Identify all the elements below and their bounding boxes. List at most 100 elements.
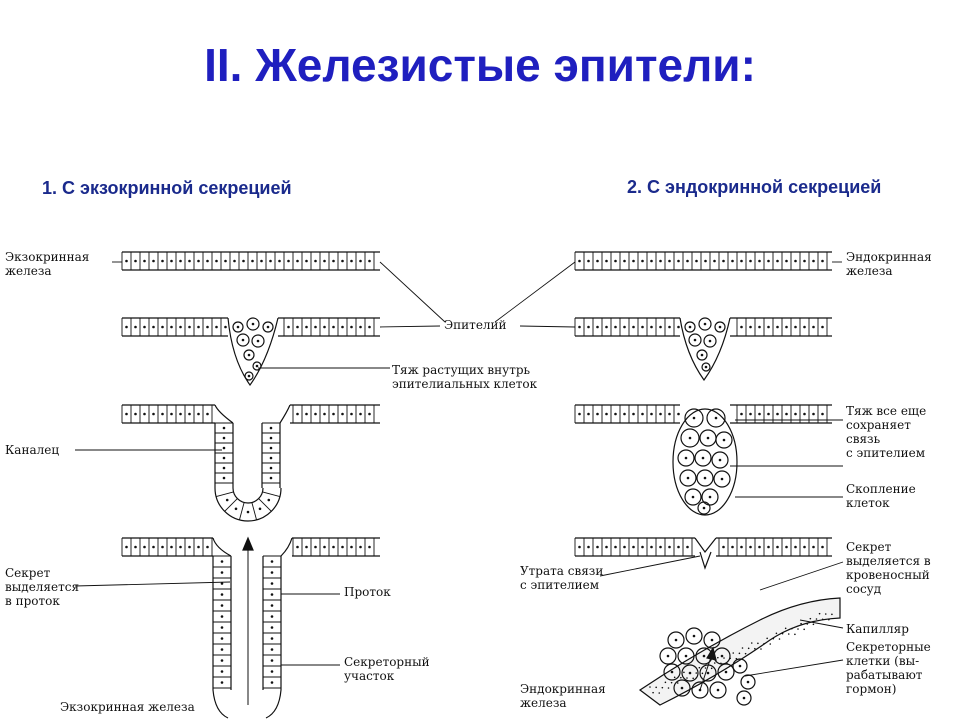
blood-particle [664,681,667,684]
cell-nucleus [220,582,224,585]
cell-nucleus [740,412,743,416]
cell-nucleus [161,259,164,263]
cell-nucleus [247,374,251,378]
exo-canal-bottom-cell-wall [258,498,272,512]
cell-nucleus [596,545,599,549]
cell-nucleus [688,325,692,329]
cell-nucleus [222,456,226,460]
exo-cord-cell [251,334,265,348]
endo-cluster-cell [677,449,695,467]
cell-nucleus [794,325,797,329]
blood-particle [787,633,790,635]
endocrine-cell-cell [663,663,681,681]
cell-nucleus [350,545,353,549]
cell-nucleus [305,545,308,549]
endocrine-cell-cell [677,647,695,665]
cell-nucleus [305,325,308,329]
cell-nucleus [323,259,326,263]
endo-cluster-cell [680,428,700,448]
cell-nucleus [152,325,155,329]
cell-nucleus [220,659,224,662]
cell-nucleus [614,545,617,549]
endocrine-cell-cell [659,647,677,665]
exo-canal-bottom-cell-wall [216,491,234,497]
endo-cluster-cell [701,488,719,506]
blood-particle [676,682,679,684]
blood-particle [800,622,802,625]
cell-nucleus [812,325,815,329]
cell-nucleus [674,638,678,642]
blood-particle [763,642,765,645]
cell-nucleus [578,259,581,263]
cell-nucleus [692,634,696,638]
cell-nucleus [270,681,274,684]
blood-particle [686,677,688,679]
capillary-vessel [638,597,841,706]
blood-particle [831,613,833,616]
cell-nucleus [143,325,146,329]
cell-nucleus [256,339,260,343]
cell-nucleus [720,654,724,658]
endo-cord-cell [684,321,696,333]
cell-nucleus [270,626,274,629]
cell-nucleus [740,545,743,549]
cell-nucleus [314,259,317,263]
cell-nucleus [350,259,353,263]
cell-nucleus [758,259,761,263]
endocrine-cell-cell [709,681,727,699]
cell-nucleus [688,671,692,675]
cell-nucleus [776,259,779,263]
exo-cord-cell [252,361,262,371]
cell-nucleus [821,259,824,263]
exocrine-heading: 1. С экзокринной секрецией [42,178,292,198]
exo-cord-cell [246,317,260,331]
blood-particle [791,627,793,630]
cell-nucleus [236,325,240,329]
cell-nucleus [170,412,173,416]
cell-nucleus [596,259,599,263]
cell-nucleus [359,545,362,549]
cell-nucleus [197,325,200,329]
blood-particle [713,662,716,664]
cell-nucleus [215,259,218,263]
leader-line [74,581,231,587]
cell-nucleus [704,365,708,369]
exo-canal-bottom-cell-wall [239,502,245,520]
cell-nucleus [368,412,371,416]
cell-nucleus [702,654,706,658]
endo-cord-cell [698,317,712,331]
cell-nucleus [269,259,272,263]
cell-nucleus [170,545,173,549]
cell-nucleus [614,412,617,416]
endo-cluster-cell [696,469,714,487]
cell-nucleus [220,681,224,684]
blood-particle [797,628,799,630]
blood-particle [821,618,824,621]
cell-nucleus [368,259,371,263]
cell-nucleus [722,545,725,549]
cell-nucleus [188,259,191,263]
cell-nucleus [161,325,164,329]
cell-nucleus [605,412,608,416]
cell-nucleus [758,545,761,549]
blood-particle [824,613,827,615]
cell-nucleus [241,338,245,342]
cell-nucleus [812,545,815,549]
cell-nucleus [794,545,797,549]
endo-cluster-cell [706,408,726,428]
exo-gland-bottom-label: Экзокринная железа [60,700,195,714]
cell-nucleus [587,545,590,549]
cell-nucleus [188,412,191,416]
blood-particle [769,643,772,645]
exo-canal-bottom-cell-wall [224,498,238,512]
leader-line [744,659,844,677]
cell-nucleus [323,325,326,329]
cell-nucleus [749,412,752,416]
cell-nucleus [222,436,226,440]
endo-cord-cell [688,333,702,347]
blood-particle [732,652,735,654]
cell-nucleus [821,325,824,329]
